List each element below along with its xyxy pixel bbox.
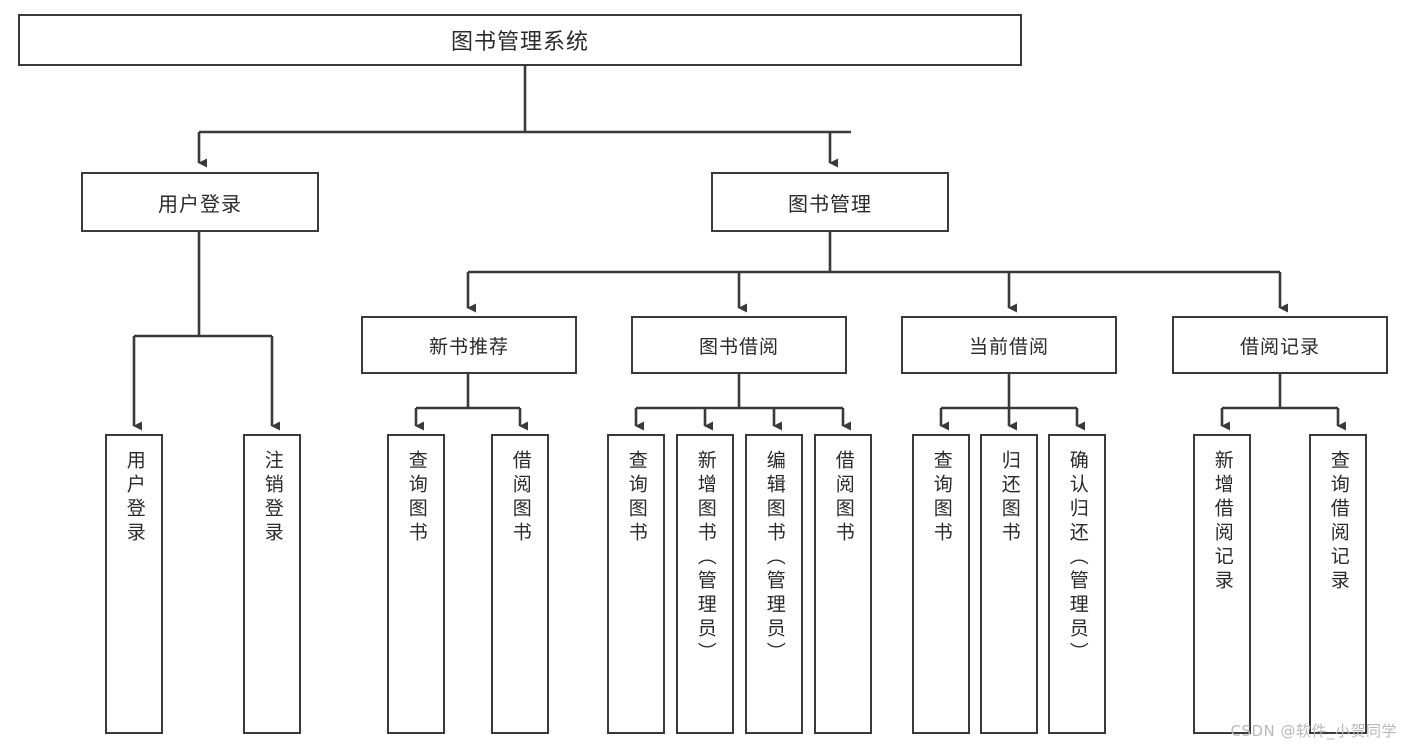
leaf-user-logout-label: 注销登录: [261, 450, 284, 546]
node-user-login-label: 用户登录: [158, 191, 242, 216]
leaf-confirm-return-label: 确认归还（管理员）: [1066, 450, 1089, 666]
node-user-login[interactable]: 用户登录: [81, 172, 319, 232]
leaf-confirm-return[interactable]: 确认归还（管理员）: [1048, 434, 1106, 734]
node-root-book-management-system[interactable]: 图书管理系统: [18, 14, 1022, 66]
leaf-return-book[interactable]: 归还图书: [980, 434, 1038, 734]
leaf-query-book-recommend[interactable]: 查询图书: [387, 434, 445, 734]
leaf-user-login-label: 用户登录: [123, 450, 146, 546]
node-root-label: 图书管理系统: [450, 30, 589, 55]
leaf-query-book-borrow[interactable]: 查询图书: [607, 434, 665, 734]
leaf-borrow-book-label: 借阅图书: [832, 450, 855, 546]
node-book-management[interactable]: 图书管理: [711, 172, 949, 232]
leaf-return-book-label: 归还图书: [998, 450, 1021, 546]
node-current-borrow-label: 当前借阅: [968, 335, 1049, 358]
leaf-query-book-borrow-label: 查询图书: [625, 450, 648, 546]
node-new-book-recommend[interactable]: 新书推荐: [361, 316, 577, 374]
node-borrow-record[interactable]: 借阅记录: [1172, 316, 1388, 374]
leaf-query-book-current-label: 查询图书: [930, 450, 953, 546]
leaf-edit-book[interactable]: 编辑图书（管理员）: [745, 434, 803, 734]
leaf-query-book-current[interactable]: 查询图书: [912, 434, 970, 734]
leaf-add-borrow-record[interactable]: 新增借阅记录: [1193, 434, 1251, 734]
leaf-query-borrow-record[interactable]: 查询借阅记录: [1309, 434, 1367, 734]
node-book-borrow-label: 图书借阅: [698, 335, 779, 358]
leaf-borrow-book-recommend-label: 借阅图书: [509, 450, 532, 546]
leaf-add-borrow-record-label: 新增借阅记录: [1211, 450, 1234, 594]
node-borrow-record-label: 借阅记录: [1239, 335, 1320, 358]
leaf-add-book[interactable]: 新增图书（管理员）: [676, 434, 734, 734]
leaf-query-book-recommend-label: 查询图书: [405, 450, 428, 546]
leaf-add-book-label: 新增图书（管理员）: [694, 450, 717, 666]
node-book-management-label: 图书管理: [788, 191, 872, 216]
leaf-user-logout[interactable]: 注销登录: [243, 434, 301, 734]
leaf-query-borrow-record-label: 查询借阅记录: [1327, 450, 1350, 594]
leaf-edit-book-label: 编辑图书（管理员）: [763, 450, 786, 666]
leaf-borrow-book-recommend[interactable]: 借阅图书: [491, 434, 549, 734]
node-current-borrow[interactable]: 当前借阅: [901, 316, 1117, 374]
csdn-watermark: CSDN @软件_小贺同学: [1230, 722, 1397, 740]
leaf-user-login[interactable]: 用户登录: [105, 434, 163, 734]
leaf-borrow-book[interactable]: 借阅图书: [814, 434, 872, 734]
node-book-borrow[interactable]: 图书借阅: [631, 316, 847, 374]
node-new-book-recommend-label: 新书推荐: [428, 335, 509, 358]
